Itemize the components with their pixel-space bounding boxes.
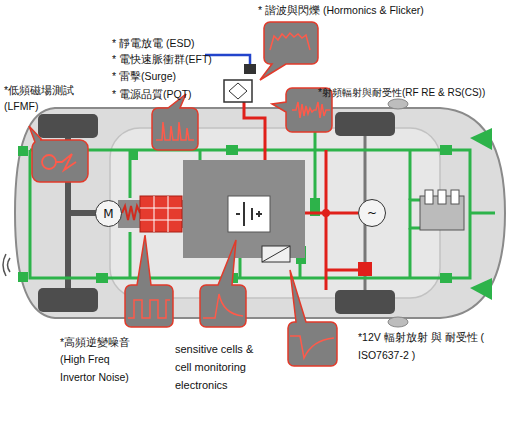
callout-label: * 電源品質(PQT) [112,88,262,102]
dcdc-diagonal [262,246,290,262]
callout-label: * 雷擊(Surge) [112,70,262,84]
headlight [470,128,492,150]
motor-symbol: M [95,200,122,227]
lv-network [30,112,495,278]
tail-light [18,272,28,282]
callout-label: * 諧波與閃爍 (Hormonics & Flicker) [258,4,516,18]
symbol-text: ~ [367,206,377,220]
inverter-grid [140,196,182,232]
engine-piston [425,190,459,204]
dcdc-box [262,246,290,262]
car-body [15,108,505,318]
callout-label: * 電快速脈衝群(EFT) [112,53,262,67]
waveform-bubble [125,235,173,327]
generator-symbol: ~ [358,199,386,227]
wheel [335,112,395,136]
symbol-text: M [103,207,113,221]
callout-label: sensitive cells & cell monitoring electr… [175,340,255,394]
callout-label: *高頻逆變噪音 (High Freq Invertor Noise) [60,334,134,386]
drive-shaft [68,210,96,216]
battery-pack [183,160,305,258]
hv-unit [358,262,372,276]
wheel [38,114,98,138]
mirror [388,317,408,327]
sound-symbol [3,254,10,276]
callout-label: *低頻磁場測試 (LFMF) [4,82,82,115]
wheel [335,290,395,314]
charge-plug [244,64,256,74]
headlight [470,278,492,300]
waveform-bubble [260,22,318,80]
waveform-bubble [152,94,198,150]
battery-symbol [228,196,270,232]
charge-port-diamond [229,83,247,99]
callout-label: *12V 輻射放射 與 耐受性 ( ISO7637-2 ) [358,328,508,365]
charge-port [224,80,252,102]
control-unit [60,145,452,283]
callout-label: * 靜電放電 (ESD) [112,37,262,51]
callout-label: *射頻輻射與耐受性(RF RE & RS(CS)) [318,86,518,99]
waveform-bubble [29,126,88,182]
tail-light [18,146,28,156]
waveform-bubble [288,270,337,366]
junction [322,209,330,217]
wheel [38,288,98,312]
car-cabin [110,128,440,298]
battery-cells [236,202,262,226]
inverter-block [140,196,182,232]
waveform-bubble [200,240,246,327]
coupling-spring [122,206,140,220]
mirror [388,99,408,109]
